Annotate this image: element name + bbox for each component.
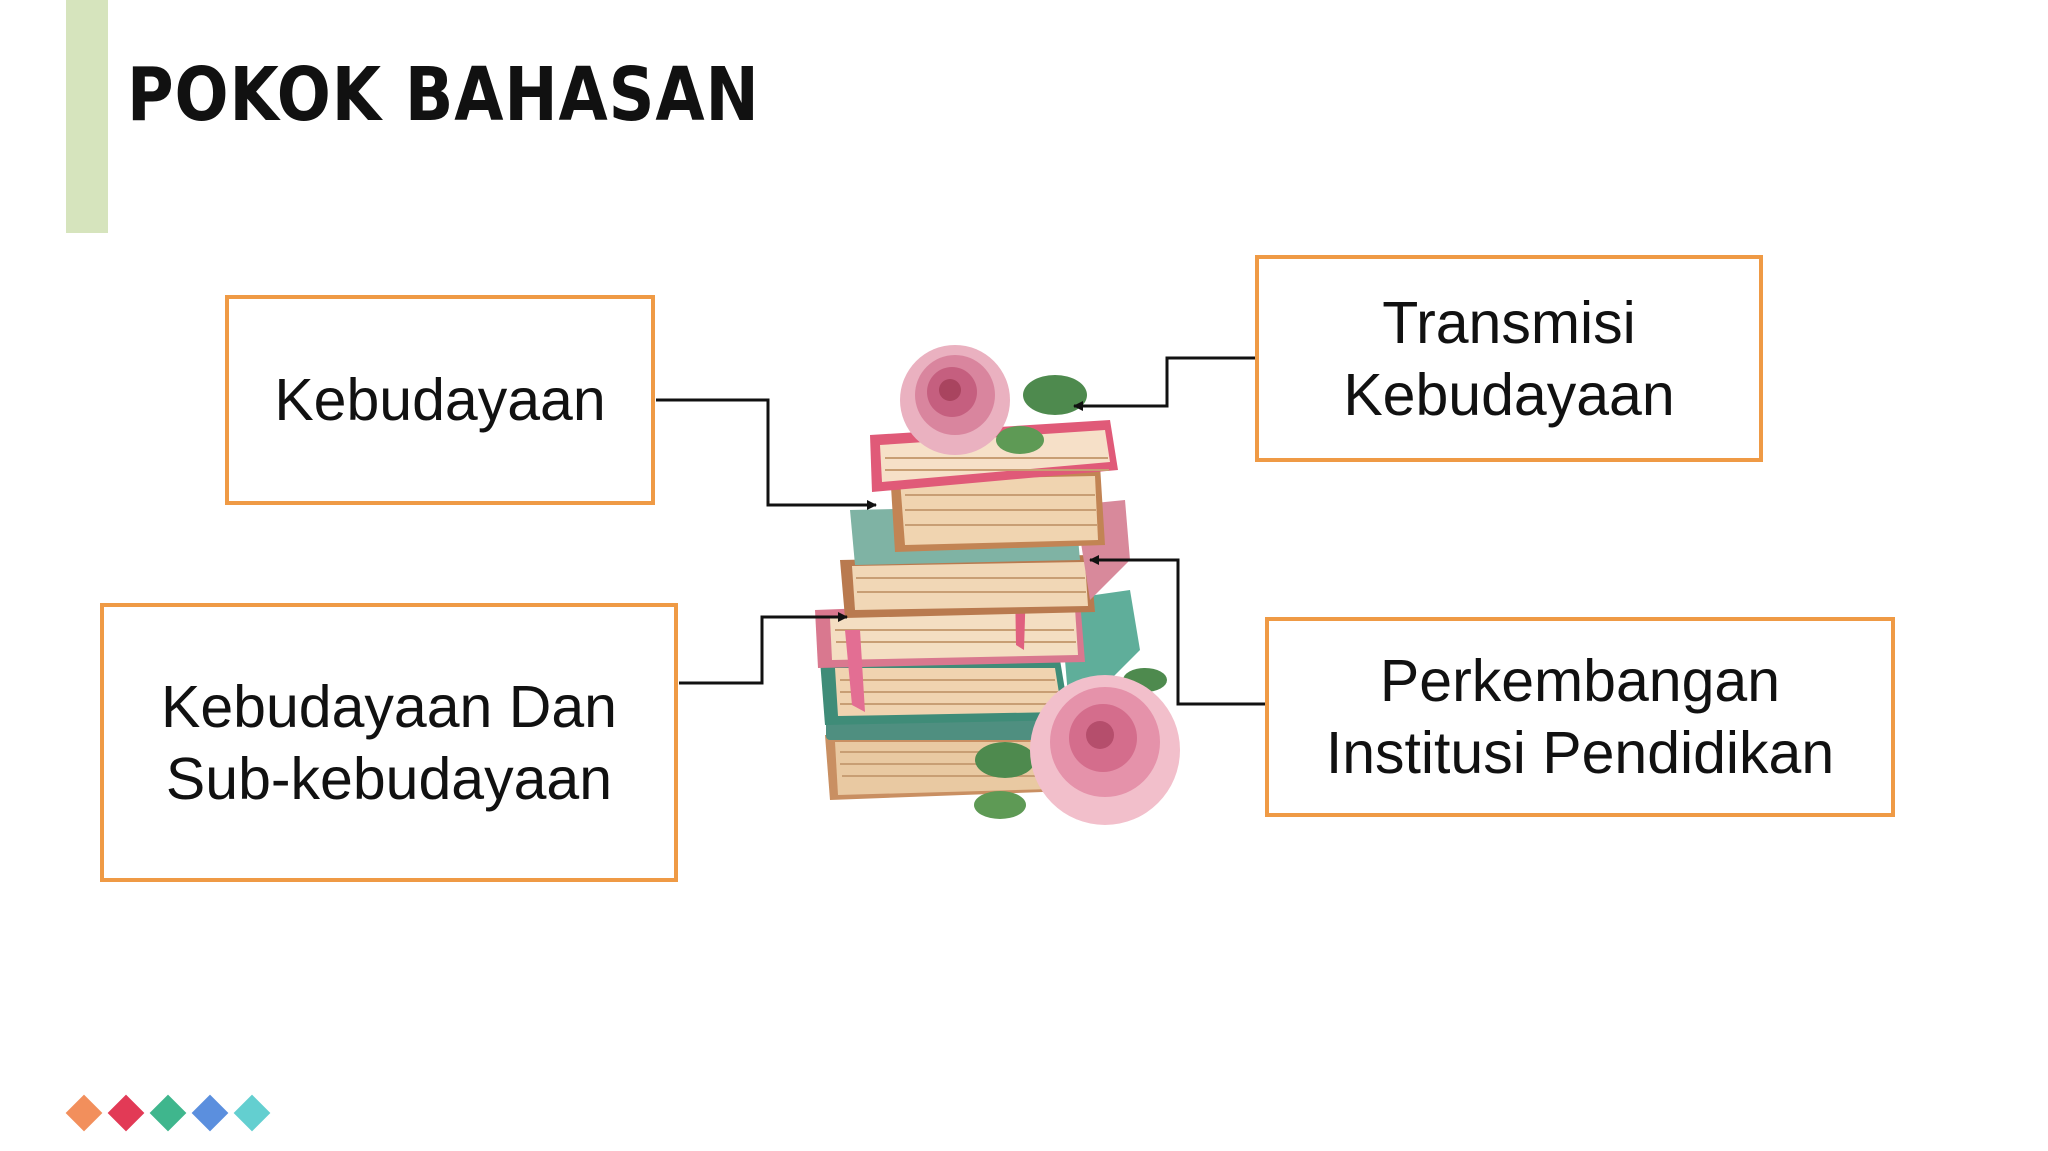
connector-kebudayaan: [656, 398, 877, 510]
connector-sub-kebudayaan: [679, 612, 848, 685]
title-accent-bar: [66, 0, 108, 233]
book-middle: [840, 500, 1130, 618]
connector-transmisi: [1073, 356, 1255, 411]
box-transmisi-label: Transmisi Kebudayaan: [1343, 289, 1675, 428]
box-kebudayaan-dan-sub-kebudayaan: Kebudayaan Dan Sub-kebudayaan: [100, 603, 678, 882]
rose-bottom: [974, 668, 1180, 825]
box-perkembangan-label: Perkembangan Institusi Pendidikan: [1325, 648, 1835, 786]
books-illustration: [815, 345, 1180, 825]
box-sub-kebudayaan-label: Kebudayaan Dan Sub-kebudayaan: [161, 673, 617, 812]
box-perkembangan-institusi-pendidikan: Perkembangan Institusi Pendidikan: [1265, 617, 1895, 817]
book-upper: [850, 465, 1105, 565]
box-transmisi-kebudayaan: Transmisi Kebudayaan: [1255, 255, 1763, 462]
slide-title: POKOK BAHASAN: [127, 52, 760, 138]
box-kebudayaan-label: Kebudayaan: [274, 367, 606, 433]
connector-perkembangan: [1089, 555, 1265, 706]
rose-top: [900, 345, 1087, 455]
box-kebudayaan: Kebudayaan: [225, 295, 655, 505]
